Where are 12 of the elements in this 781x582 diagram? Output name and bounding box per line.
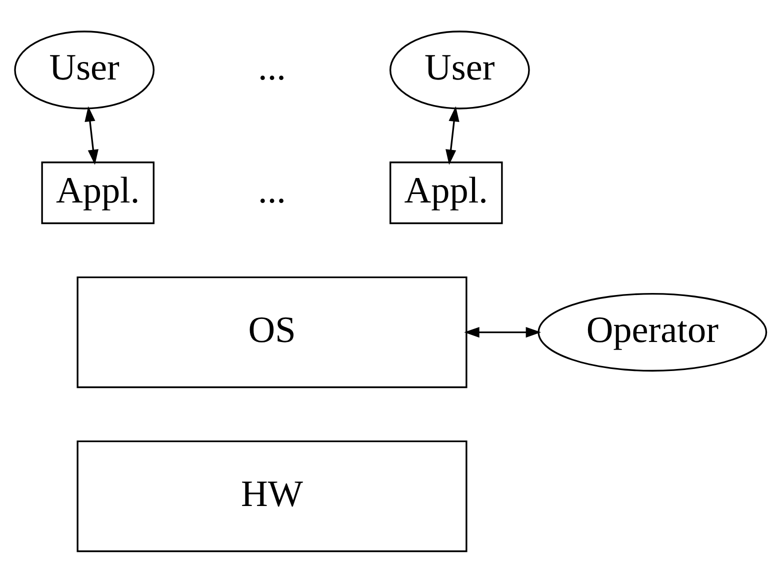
node-ellipse: Operator [538,292,768,372]
label: ... [258,170,286,211]
node-ellipse: User [14,30,155,109]
label: ... [258,46,286,88]
node-ellipse: User [389,30,530,109]
arrow [84,106,98,164]
node-box: Appl. [41,161,154,224]
node-box: Appl. [390,161,503,224]
node-box: HW [76,440,468,552]
arrow [446,106,460,164]
node-box: OS [76,276,468,388]
arrow [464,326,542,338]
